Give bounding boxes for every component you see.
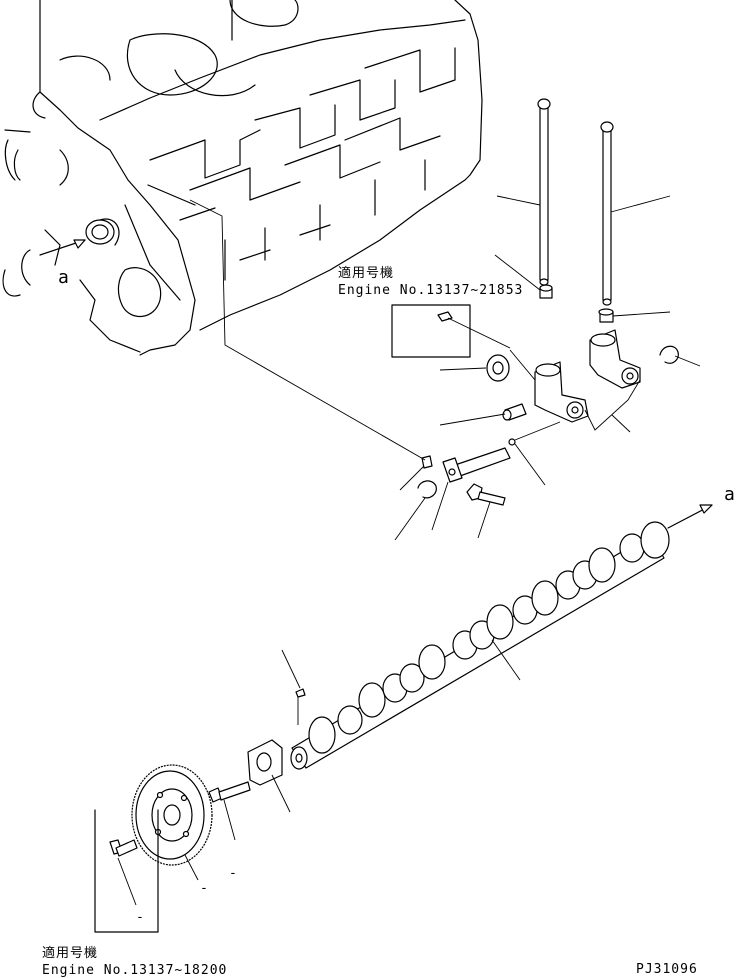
tappet-assembly xyxy=(189,199,701,541)
note-box-bolt xyxy=(94,809,159,933)
note-title-1: 適用号機 xyxy=(338,265,394,281)
note-engine-range-2: Engine No.13137~18200 xyxy=(42,963,227,978)
push-rods xyxy=(496,98,671,306)
cam-gear xyxy=(131,764,213,881)
note-title-2: 適用号機 xyxy=(42,945,98,961)
dash-mark-1: - xyxy=(200,881,209,896)
note-engine-range-1: Engine No.13137~21853 xyxy=(338,283,523,298)
dash-mark-3: - xyxy=(136,910,145,925)
camshaft xyxy=(281,504,713,770)
engine-block xyxy=(2,0,483,356)
reference-mark-left: a xyxy=(58,267,69,288)
reference-mark-right: a xyxy=(724,484,735,505)
drawing-code: PJ31096 xyxy=(636,962,698,977)
dash-mark-2: - xyxy=(229,866,238,881)
thrust-plate xyxy=(208,739,291,841)
